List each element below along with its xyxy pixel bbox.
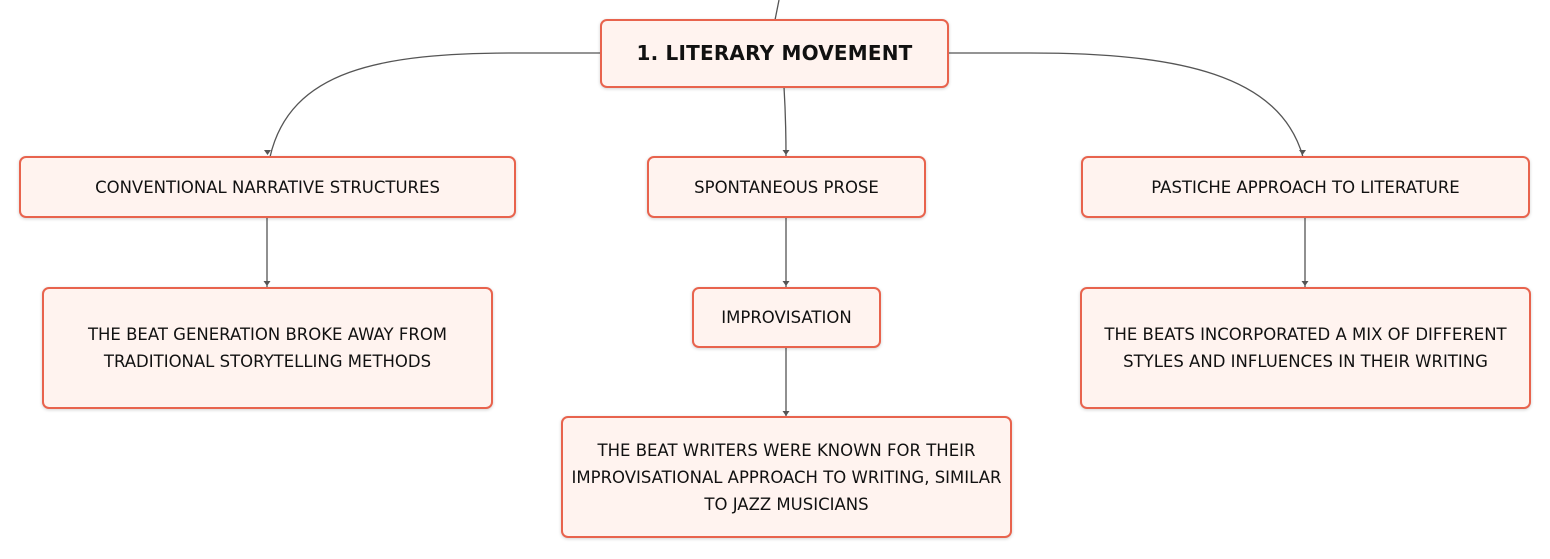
- sub-node-label: IMPROVISATION: [721, 308, 852, 327]
- root-node-label: 1. LITERARY MOVEMENT: [636, 41, 913, 65]
- connector-root-left: [269, 52, 602, 158]
- root-node[interactable]: 1. LITERARY MOVEMENT: [600, 19, 949, 88]
- connector-incoming: [774, 0, 780, 21]
- branch-node-conventional-narrative[interactable]: CONVENTIONAL NARRATIVE STRUCTURES: [19, 156, 516, 218]
- arrowhead: [1301, 281, 1309, 286]
- branch-node-label: PASTICHE APPROACH TO LITERATURE: [1151, 177, 1460, 197]
- arrowhead: [264, 150, 271, 155]
- connector-root-right: [948, 52, 1304, 158]
- branch-node-spontaneous-prose[interactable]: SPONTANEOUS PROSE: [647, 156, 926, 218]
- connector-root-middle: [783, 86, 787, 158]
- detail-node-text: THE BEATS INCORPORATED A MIX OF DIFFEREN…: [1104, 325, 1507, 371]
- branch-node-label: SPONTANEOUS PROSE: [694, 177, 879, 197]
- arrowhead: [782, 411, 790, 416]
- detail-node-conventional-narrative[interactable]: THE BEAT GENERATION BROKE AWAY FROM TRAD…: [42, 287, 493, 409]
- arrowhead: [782, 150, 790, 155]
- detail-node-text: THE BEAT GENERATION BROKE AWAY FROM TRAD…: [87, 325, 448, 371]
- arrowhead: [782, 281, 790, 286]
- arrowhead: [263, 281, 271, 286]
- branch-node-label: CONVENTIONAL NARRATIVE STRUCTURES: [95, 177, 440, 197]
- sub-node-improvisation[interactable]: IMPROVISATION: [692, 287, 881, 348]
- detail-node-spontaneous-prose[interactable]: THE BEAT WRITERS WERE KNOWN FOR THEIR IM…: [561, 416, 1012, 538]
- arrowhead: [1299, 150, 1306, 155]
- detail-node-text: THE BEAT WRITERS WERE KNOWN FOR THEIR IM…: [571, 440, 1002, 514]
- detail-node-pastiche-approach[interactable]: THE BEATS INCORPORATED A MIX OF DIFFEREN…: [1080, 287, 1531, 409]
- branch-node-pastiche-approach[interactable]: PASTICHE APPROACH TO LITERATURE: [1081, 156, 1530, 218]
